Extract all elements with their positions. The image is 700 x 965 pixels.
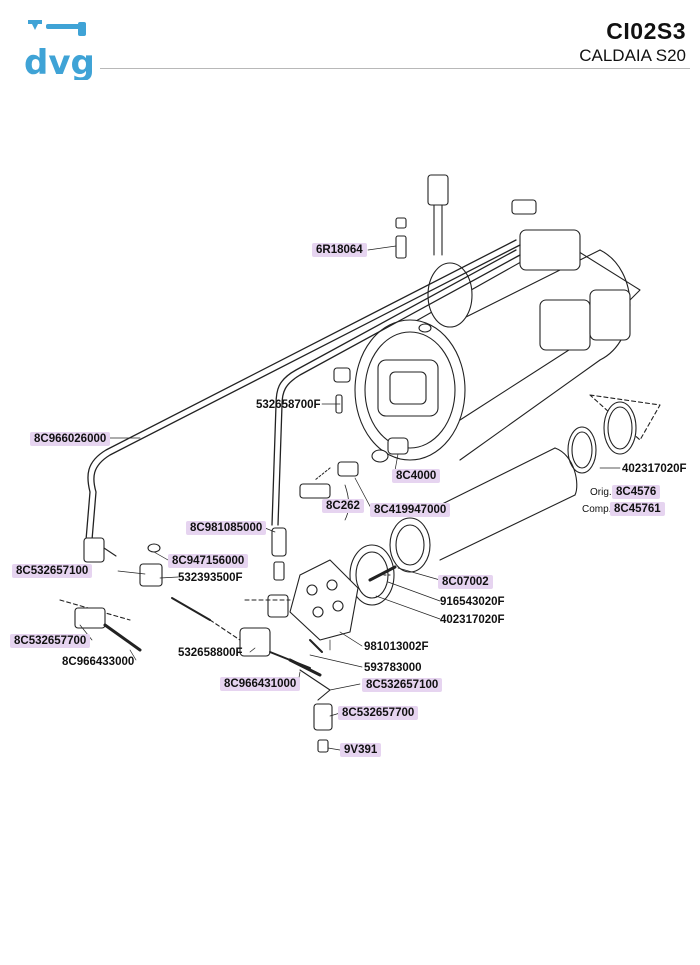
page-title: CALDAIA S20 <box>579 46 686 65</box>
label-8c966026000: 8C966026000 <box>30 432 111 446</box>
label-402317020f-top: 402317020F <box>622 463 687 475</box>
boiler-top-fittings <box>418 174 631 351</box>
label-8c262: 8C262 <box>322 499 364 513</box>
dvg-logo: dvg <box>24 20 94 80</box>
label-8c4576: 8C4576 <box>612 485 661 499</box>
label-8c947156000: 8C947156000 <box>168 554 249 568</box>
label-8c532657100-left: 8C532657100 <box>12 564 93 578</box>
label-8c966433000: 8C966433000 <box>62 656 135 668</box>
label-593783000: 593783000 <box>364 662 422 674</box>
header-rule <box>100 68 690 69</box>
label-8c07002: 8C07002 <box>438 575 493 589</box>
boiler-fittings <box>299 217 409 521</box>
label-916543020f: 916543020F <box>440 596 505 608</box>
page-code: CI02S3 <box>606 18 686 44</box>
label-8c532657700-bottom: 8C532657700 <box>338 706 419 720</box>
label-8c532657700-left: 8C532657700 <box>10 634 91 648</box>
label-6r18064: 6R18064 <box>312 243 367 257</box>
label-981013002f: 981013002F <box>364 641 429 653</box>
boiler-body <box>354 239 641 461</box>
long-tubes <box>85 239 521 541</box>
label-8c45761: 8C45761 <box>610 502 665 516</box>
label-532393500f: 532393500F <box>178 572 243 584</box>
label-orig: Orig. <box>590 487 612 498</box>
label-8c532657100-right: 8C532657100 <box>362 678 443 692</box>
leader-lines <box>79 245 621 751</box>
label-9v391: 9V391 <box>340 743 382 757</box>
label-8c981085000: 8C981085000 <box>186 521 267 535</box>
label-532658700f: 532658700F <box>256 399 321 411</box>
heating-element <box>349 394 661 606</box>
label-402317020f-bottom: 402317020F <box>440 614 505 626</box>
left-fittings <box>59 527 333 753</box>
label-8c419947000: 8C419947000 <box>370 503 451 517</box>
flange-plate <box>289 559 359 653</box>
label-8c4000: 8C4000 <box>392 469 441 483</box>
label-comp: Comp. <box>582 504 612 515</box>
label-8c966431000: 8C966431000 <box>220 677 301 691</box>
label-532658800f: 532658800F <box>178 647 243 659</box>
logo-text: dvg <box>24 43 94 80</box>
